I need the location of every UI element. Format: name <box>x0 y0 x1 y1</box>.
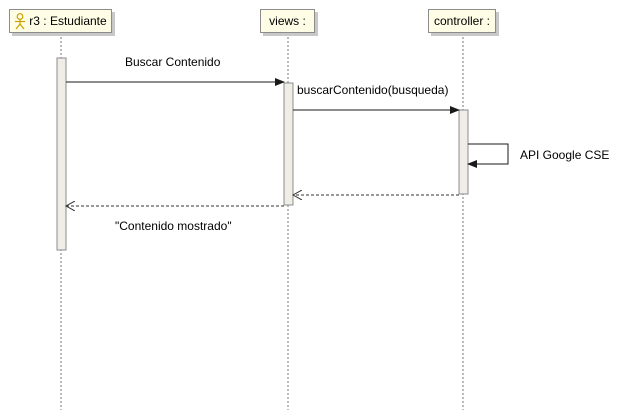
message-label-self-call: API Google CSE <box>520 148 610 162</box>
message-label-search-content: Buscar Contenido <box>125 55 221 69</box>
participant-views-label: views : <box>269 14 306 28</box>
participant-student: r3 : Estudiante <box>9 9 112 33</box>
actor-icon <box>15 12 26 29</box>
message-label-search-call: buscarContenido(busqueda) <box>297 83 449 97</box>
message-label-return: "Contenido mostrado" <box>115 219 232 233</box>
participant-controller: controller : <box>428 9 496 33</box>
activation-bar-views <box>283 82 294 206</box>
participant-controller-label: controller : <box>433 14 491 28</box>
participant-student-label: r3 : Estudiante <box>29 14 107 28</box>
self-call-arrow <box>467 143 509 168</box>
activation-bar-student <box>56 57 67 251</box>
activation-bar-controller <box>458 109 469 195</box>
participant-views: views : <box>260 9 315 33</box>
